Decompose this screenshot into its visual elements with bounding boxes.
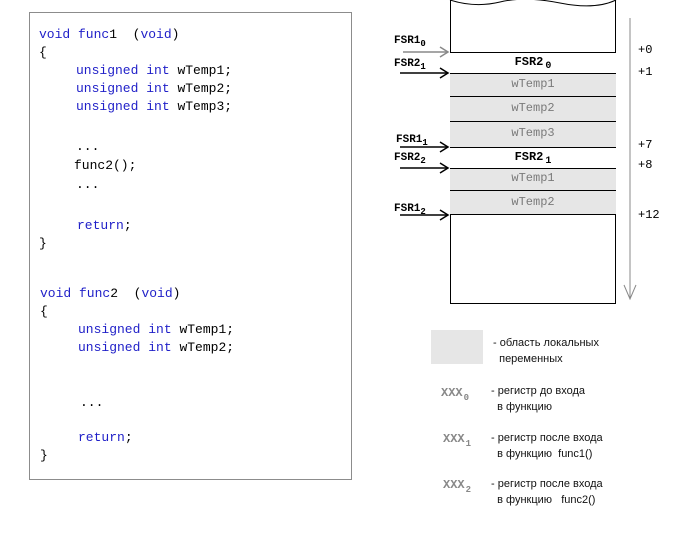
pointer-label-fsr1-0: FSR10 <box>394 35 426 49</box>
offset-label: +0 <box>638 43 653 57</box>
pointer-name: FSR1 <box>394 203 421 215</box>
func1-close-brace: } <box>39 236 47 251</box>
cell-label: FSR2 <box>514 150 544 164</box>
func1-ellipsis-1: ... <box>76 139 100 154</box>
func2-signature: void func2 (void) <box>40 286 181 301</box>
legend-local-swatch <box>431 330 483 364</box>
legend-sym-sub: 1 <box>465 439 472 449</box>
pointer-label-fsr1-1: FSR11 <box>396 134 428 148</box>
legend-sym-1: XXX1 <box>443 432 471 449</box>
legend-sym-0: XXX0 <box>441 386 469 403</box>
decl-name: wTemp1; <box>177 63 233 78</box>
decl-name: wTemp2; <box>179 340 235 355</box>
pointer-sub: 1 <box>422 138 428 148</box>
decl-type: unsigned int <box>76 63 170 78</box>
func2-decl-1: unsigned int wTemp1; <box>78 322 234 337</box>
offset-label: +1 <box>638 65 653 79</box>
pointer-name: FSR1 <box>394 35 421 47</box>
pointer-sub: 0 <box>420 39 426 49</box>
stack-cell-wtemp1-a: wTemp1 <box>450 73 616 96</box>
pointer-name: FSR1 <box>396 134 423 146</box>
func1-void-keyword: void func <box>39 27 110 42</box>
pointer-sub: 2 <box>420 207 426 217</box>
offset-label: +7 <box>638 138 653 152</box>
legend-sym-text: XXX <box>441 386 463 400</box>
func1-decl-1: unsigned int wTemp1; <box>76 63 232 78</box>
legend-text-0: - регистр до входа в функцию <box>491 385 586 413</box>
decl-name: wTemp2; <box>177 81 233 96</box>
legend-sym-sub: 2 <box>465 485 472 495</box>
pointer-name: FSR2 <box>394 58 421 70</box>
func1-call-func2: func2(); <box>74 158 137 173</box>
offset-label: +8 <box>638 158 653 172</box>
legend-sym-sub: 0 <box>463 393 470 403</box>
stack-cell-wtemp2-a: wTemp2 <box>450 96 616 121</box>
func1-decl-3: unsigned int wTemp3; <box>76 99 232 114</box>
stack-cell-wtemp3-a: wTemp3 <box>450 121 616 147</box>
decl-type: unsigned int <box>76 81 170 96</box>
offset-label: +12 <box>638 208 660 222</box>
pointer-name: FSR2 <box>394 152 421 164</box>
growth-arrow-head <box>623 284 637 301</box>
pointer-sub: 2 <box>420 156 426 166</box>
code-panel: void func1 (void) { unsigned int wTemp1;… <box>29 12 352 480</box>
func2-return: return; <box>78 430 133 445</box>
cell-sub: 1 <box>545 156 552 167</box>
decl-name: wTemp3; <box>177 99 233 114</box>
pointer-label-fsr2-2: FSR22 <box>394 152 426 166</box>
pointer-label-fsr2-1: FSR21 <box>394 58 426 72</box>
return-keyword: return <box>77 218 124 233</box>
decl-type: unsigned int <box>78 322 172 337</box>
decl-name: wTemp1; <box>179 322 235 337</box>
func2-decl-2: unsigned int wTemp2; <box>78 340 234 355</box>
func1-return: return; <box>77 218 132 233</box>
decl-type: unsigned int <box>76 99 170 114</box>
return-semicolon: ; <box>123 218 132 233</box>
return-semicolon: ; <box>124 430 133 445</box>
func1-param-void: void <box>140 27 172 42</box>
legend-sym-2: XXX2 <box>443 478 471 495</box>
func2-number: 2 <box>110 286 119 301</box>
func1-ellipsis-2: ... <box>76 177 100 192</box>
stack-cell-wtemp2-b: wTemp2 <box>450 190 616 215</box>
legend-local-text: - область локальных переменных <box>493 337 599 365</box>
legend-text-1: - регистр после входа в функцию func1() <box>491 432 603 460</box>
pointer-label-fsr1-2: FSR12 <box>394 203 426 217</box>
decl-type: unsigned int <box>78 340 172 355</box>
func2-void-keyword: void func <box>40 286 111 301</box>
legend-text-2: - регистр после входа в функцию func2() <box>491 478 603 506</box>
func1-number: 1 <box>109 27 118 42</box>
legend-sym-text: XXX <box>443 478 465 492</box>
pointer-sub: 1 <box>420 62 426 72</box>
func1-open-brace: { <box>39 45 47 60</box>
func2-ellipsis: ... <box>80 395 104 410</box>
func2-param-void: void <box>141 286 173 301</box>
func2-close-brace: } <box>40 448 48 463</box>
return-keyword: return <box>78 430 125 445</box>
func1-decl-2: unsigned int wTemp2; <box>76 81 232 96</box>
cell-label: FSR2 <box>514 55 544 69</box>
stack-cell-wtemp1-b: wTemp1 <box>450 168 616 190</box>
cell-sub: 0 <box>545 61 552 72</box>
func1-signature: void func1 (void) <box>39 27 180 42</box>
func2-open-brace: { <box>40 304 48 319</box>
legend-sym-text: XXX <box>443 432 465 446</box>
